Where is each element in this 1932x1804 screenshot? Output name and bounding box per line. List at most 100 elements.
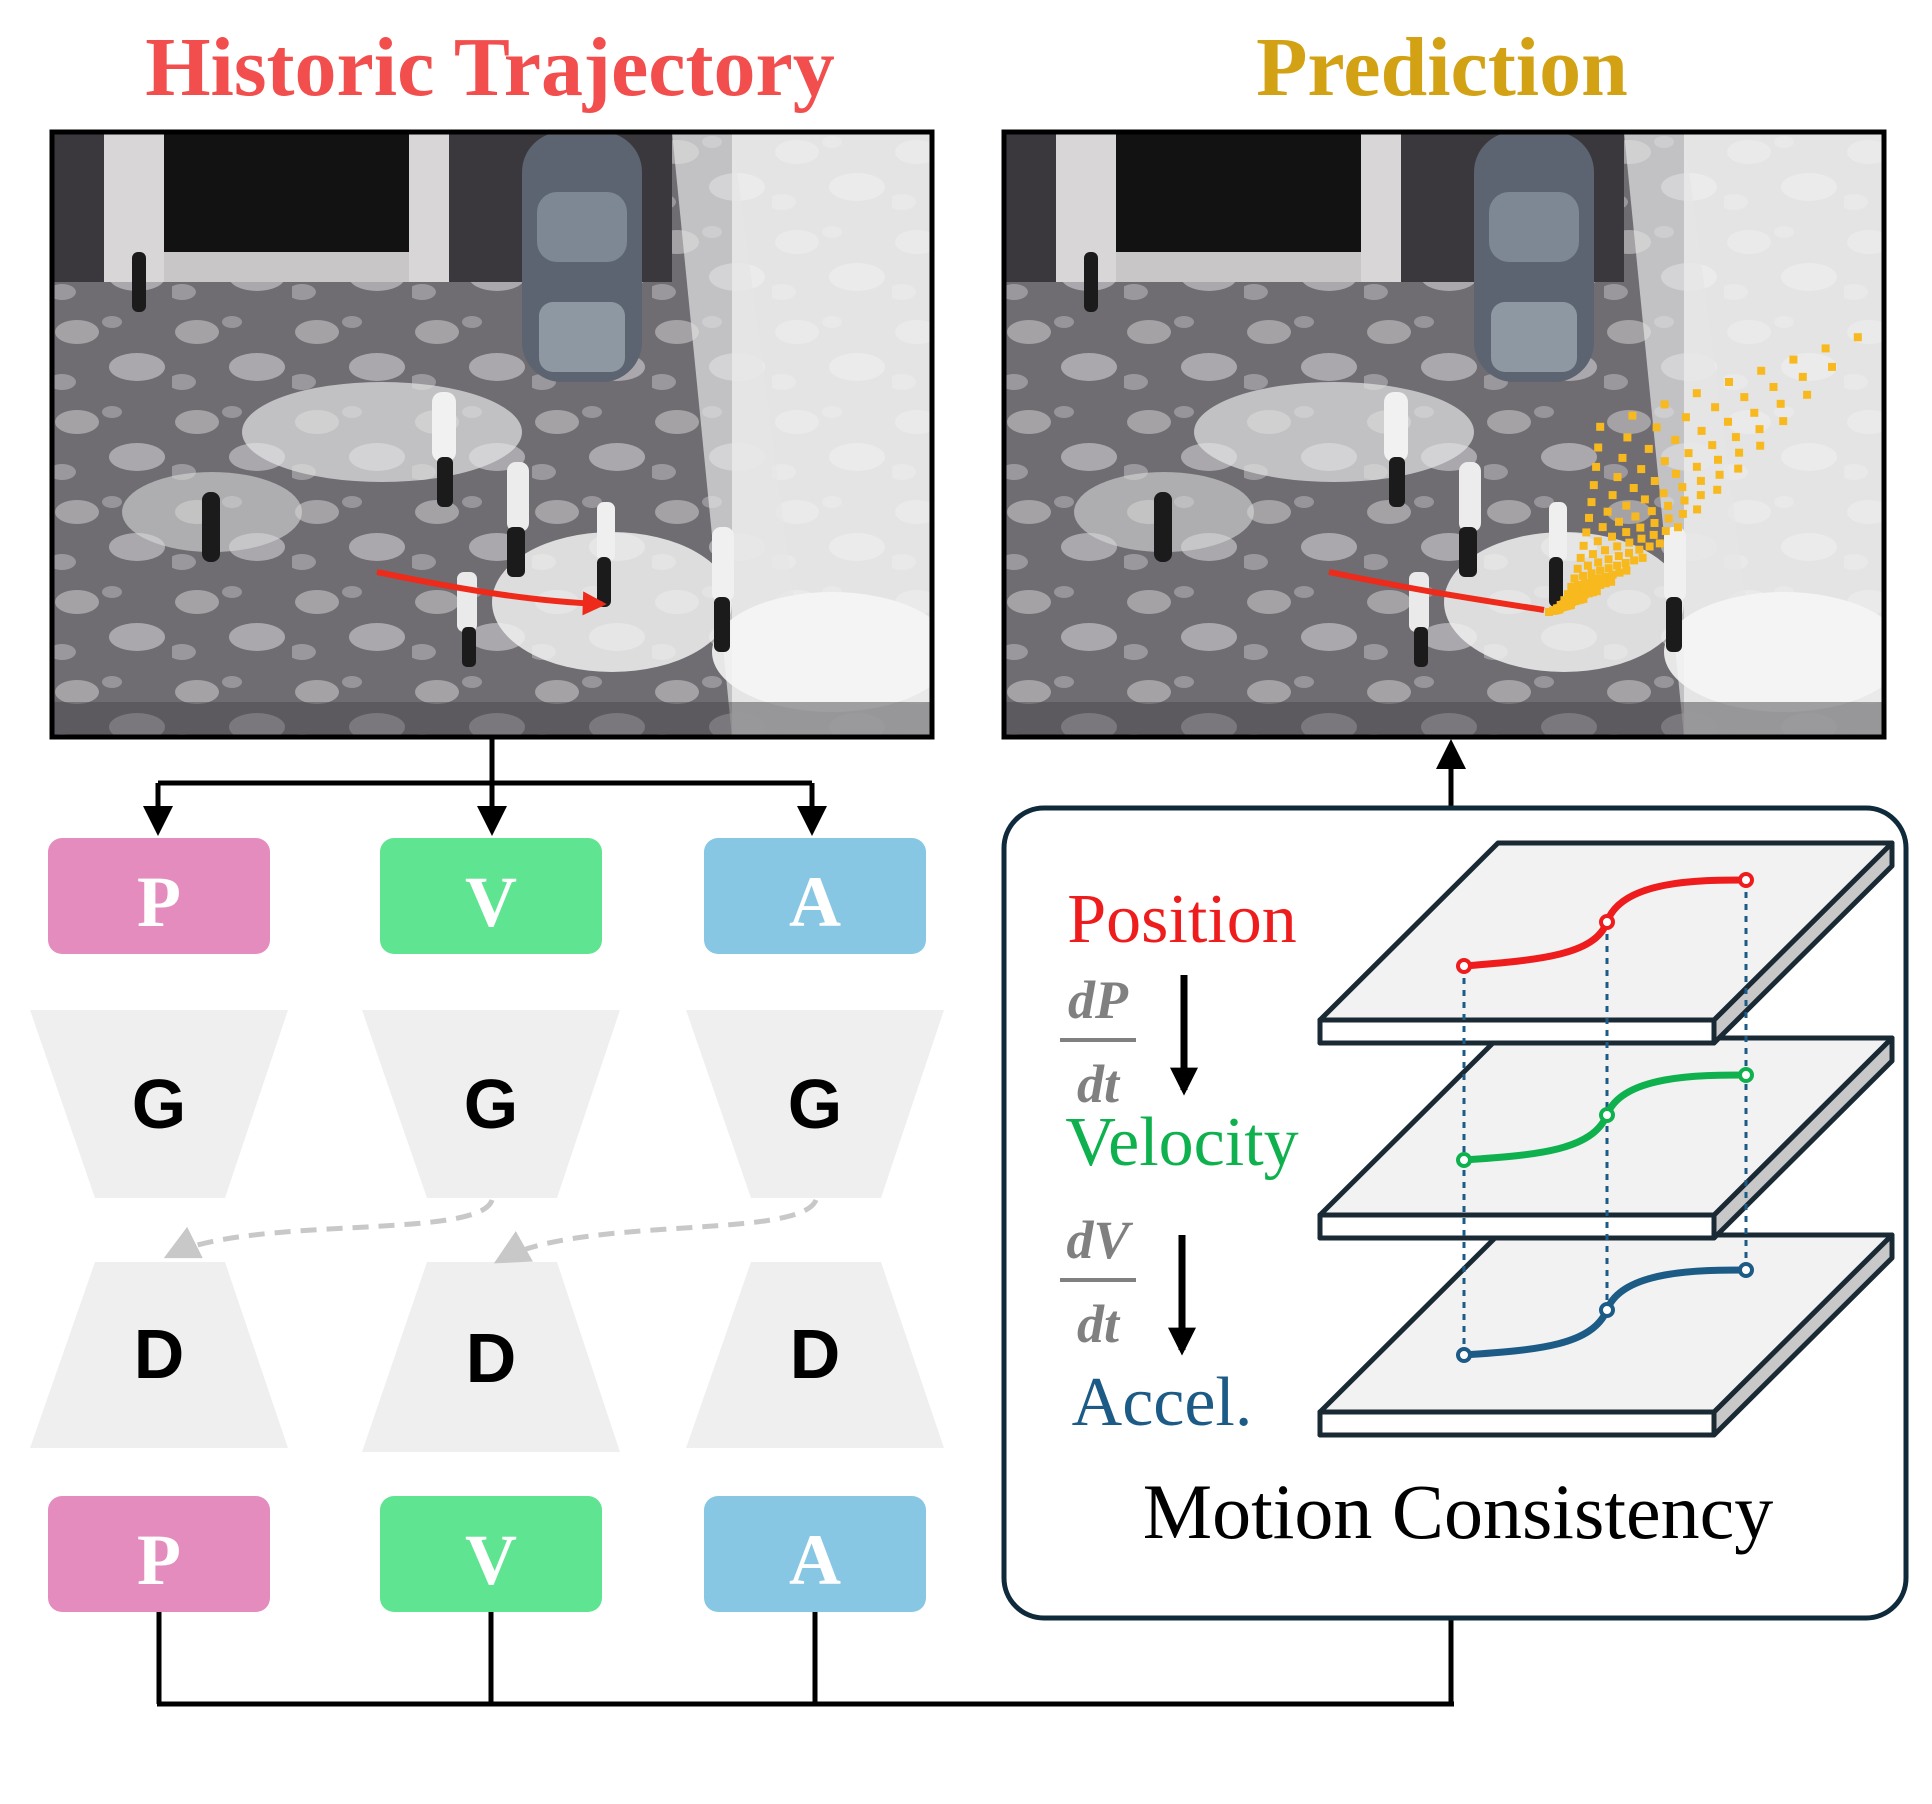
prediction-sample-dot	[1622, 528, 1631, 537]
generator-v-label: G	[464, 1065, 518, 1143]
prediction-sample-dot	[1623, 433, 1632, 442]
prediction-sample-dot	[1789, 355, 1798, 364]
generator-a: G	[686, 1010, 944, 1198]
prediction-sample-dot	[1615, 568, 1624, 577]
prediction-sample-dot	[1661, 527, 1670, 535]
prediction-sample-dot	[1592, 587, 1601, 596]
branch-bottom-a: A	[704, 1496, 926, 1612]
prediction-sample-dot	[1724, 417, 1732, 426]
prediction-sample-dot	[1711, 403, 1720, 412]
prediction-sample-dot	[1629, 484, 1638, 492]
prediction-sample-dot	[1593, 537, 1602, 546]
prediction-sample-dot	[1638, 553, 1647, 562]
branch-top-p: P	[48, 838, 270, 954]
accel-label: Accel.	[1072, 1364, 1253, 1441]
branch-bottom-p: P	[48, 1496, 270, 1612]
prediction-sample-dot	[1652, 423, 1661, 432]
prediction-sample-dot	[1671, 435, 1680, 444]
merge-connector	[156, 739, 1466, 1707]
branch-top-p-label: P	[137, 862, 181, 942]
prediction-sample-dot	[1655, 539, 1664, 548]
prediction-sample-dot	[1713, 485, 1722, 494]
historic-trajectory-arrow	[376, 569, 607, 616]
branch-top-a-label: A	[789, 862, 841, 942]
prediction-sample-dot	[1584, 589, 1593, 598]
prediction-sample-dot	[1640, 495, 1649, 504]
prediction-sample-dot	[1755, 425, 1764, 434]
prediction-sample-dot	[1583, 561, 1592, 570]
prediction-sample-dot	[1587, 569, 1596, 578]
prediction-sample-dot	[1637, 534, 1646, 543]
generator-v: G	[362, 1010, 620, 1198]
prediction-sample-dot	[1613, 473, 1622, 482]
position-label: Position	[1067, 881, 1297, 958]
prediction-sample-dot	[1631, 512, 1640, 521]
prediction-sample-dot	[1604, 564, 1613, 573]
prediction-sample-dot	[1635, 545, 1644, 554]
generator-p-label: G	[132, 1065, 186, 1143]
prediction-sample-dot	[1853, 333, 1862, 342]
motion-consistency-title: Motion Consistency	[1143, 1468, 1774, 1555]
prediction-sample-dot	[1769, 383, 1778, 391]
prediction-sample-dot	[1601, 579, 1610, 588]
prediction-sample-dot	[1582, 528, 1591, 537]
prediction-sample-dot	[1587, 498, 1596, 507]
prediction-sample-dot	[1821, 344, 1830, 353]
prediction-sample-dot	[1664, 514, 1673, 523]
decoder-v-label: D	[466, 1319, 517, 1397]
prediction-sample-dot	[1776, 399, 1785, 408]
branch-top-v: V	[380, 838, 602, 954]
prediction-image-panel	[1001, 129, 1887, 740]
prediction-sample-dot	[1567, 601, 1575, 609]
prediction-sample-dot	[1622, 566, 1631, 575]
prediction-title: Prediction	[1256, 21, 1628, 114]
prediction-sample-dot	[1594, 558, 1603, 567]
prediction-sample-dot	[1678, 483, 1687, 492]
historic-trajectory-title: Historic Trajectory	[145, 21, 835, 114]
prediction-sample-dot	[1625, 538, 1634, 547]
branch-bottom-a-label: A	[789, 1520, 841, 1600]
prediction-sample-dot	[1628, 411, 1637, 420]
prediction-sample-dot	[1615, 517, 1623, 526]
prediction-sample-dot	[1636, 523, 1645, 532]
prediction-sample-dot	[1828, 362, 1836, 371]
prediction-sample-dot	[1573, 564, 1582, 573]
prediction-sample-dot	[1714, 455, 1722, 464]
prediction-sample-dot	[1574, 587, 1583, 596]
prediction-sample-dot	[1692, 389, 1701, 398]
prediction-sample-dot	[1798, 372, 1807, 381]
prediction-sample-dot	[1579, 541, 1588, 550]
prediction-sample-dot	[1659, 489, 1668, 498]
prediction-sample-dot	[1545, 608, 1553, 616]
prediction-sample-dot	[1674, 523, 1682, 532]
historic-split-connector	[143, 737, 827, 836]
prediction-sample-dot	[1596, 566, 1605, 575]
prediction-sample-dot	[1594, 443, 1603, 452]
prediction-sample-dot	[1618, 453, 1627, 462]
prediction-sample-dot	[1608, 532, 1616, 541]
prediction-sample-dot	[1757, 366, 1766, 375]
prediction-sample-dot	[1803, 390, 1812, 399]
prediction-sample-dot	[1607, 577, 1616, 586]
prediction-sample-dot	[1574, 580, 1583, 589]
prediction-sample-dot	[1734, 464, 1743, 473]
prediction-sample-dot	[1645, 542, 1654, 551]
prediction-sample-dot	[1681, 413, 1690, 422]
prediction-sample-dot	[1588, 550, 1597, 559]
dp-numerator: dP	[1068, 970, 1129, 1030]
prediction-sample-dot	[1580, 590, 1589, 599]
prediction-sample-dot	[1614, 552, 1623, 561]
prediction-sample-dot	[1594, 574, 1603, 583]
prediction-sample-dot	[1580, 585, 1589, 594]
generator-p: G	[30, 1010, 288, 1198]
prediction-sample-dot	[1740, 393, 1749, 402]
prediction-sample-dot	[1613, 561, 1622, 570]
prediction-sample-dot	[1579, 571, 1588, 580]
branch-top-a: A	[704, 838, 926, 954]
prediction-sample-dot	[1621, 559, 1630, 567]
prediction-sample-dot	[1604, 555, 1613, 564]
prediction-sample-dot	[1587, 576, 1596, 585]
prediction-sample-dot	[1696, 476, 1705, 485]
prediction-sample-dot	[1569, 588, 1578, 597]
prediction-sample-dot	[1650, 477, 1659, 485]
